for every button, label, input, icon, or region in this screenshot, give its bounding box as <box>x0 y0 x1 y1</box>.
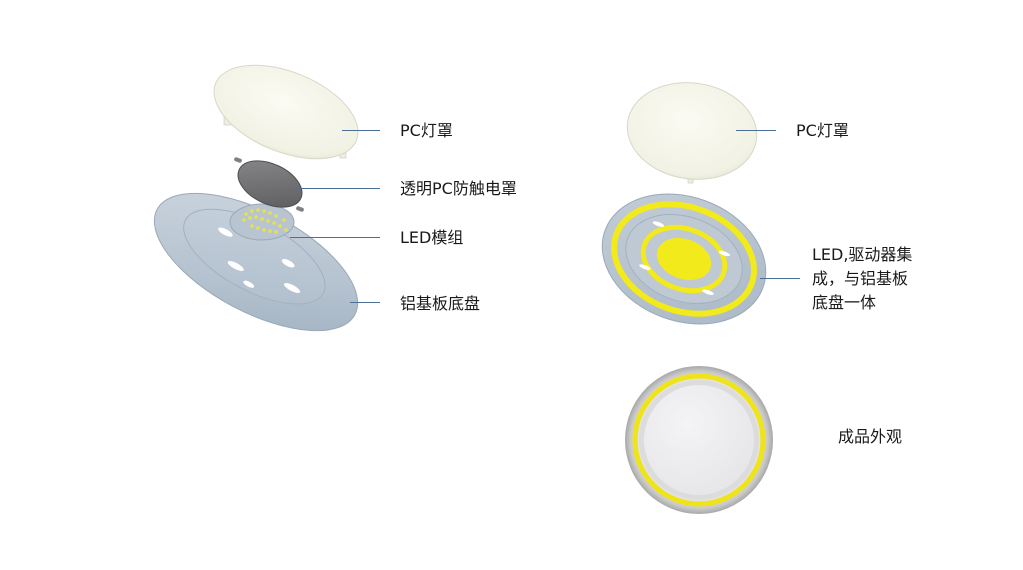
label-integrated-base-line-3: 底盘一体 <box>812 293 877 312</box>
label-pc-cover: PC灯罩 <box>400 121 453 140</box>
label-transparent-pc-shield: 透明PC防触电罩 <box>400 179 517 198</box>
label-aluminum-base: 铝基板底盘 <box>400 294 481 313</box>
label-integrated-base-line-1: LED,驱动器集 <box>812 245 913 264</box>
leader-line-integrated-base <box>760 278 800 279</box>
leader-line-pc-shield <box>298 188 380 189</box>
leader-line-aluminum-base <box>350 302 380 303</box>
leader-line-led-module <box>290 237 380 238</box>
leader-line-pc-cover <box>342 130 380 131</box>
label-integrated-base-line-2: 成，与铝基板 <box>812 269 909 288</box>
label-right-pc-cover: PC灯罩 <box>796 121 849 140</box>
label-led-module: LED模组 <box>400 228 464 247</box>
leader-line-right-pc-cover <box>736 130 776 131</box>
label-finished-product: 成品外观 <box>838 427 903 446</box>
